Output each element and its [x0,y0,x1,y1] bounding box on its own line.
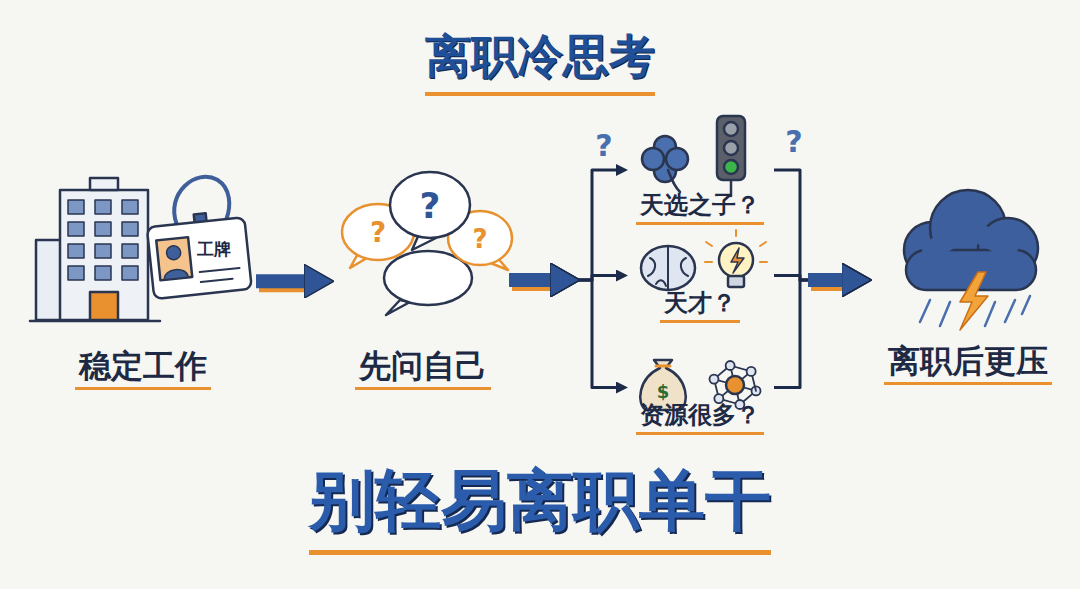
node-label: 天才？ [660,290,740,323]
connector [509,276,618,285]
window [68,200,84,214]
arrow-body [808,273,846,287]
question-mark: ? [595,131,612,161]
node-label: 资源很多？ [636,402,764,435]
window [68,222,84,236]
icon-node: 资源很多？ [630,340,770,435]
network-dot [747,367,756,376]
question-mark: ? [370,219,386,247]
window [68,266,84,280]
light-bulb [705,230,767,287]
arrow-body [808,273,846,287]
arrow-body [808,273,846,287]
connector [509,280,618,388]
window [122,266,138,280]
node-label: 先问自己 [355,348,491,390]
connector [774,170,849,284]
window [122,244,138,258]
window [95,266,111,280]
window [95,200,111,214]
storm-cloud [904,190,1038,330]
network-dot [709,375,718,384]
clover-icon [642,136,688,192]
connector [256,281,311,285]
arrow-body [256,274,308,288]
question-mark: ? [420,188,441,224]
office-building [60,190,148,320]
bracket-line [774,280,810,388]
question-mark: ? [472,226,487,252]
icon-node: 离职后更压 [878,175,1058,385]
brain-icon [641,246,695,290]
node-label: 天选之子？ [636,192,764,225]
network-dot [726,361,735,370]
connector [774,280,849,388]
bracket-line [774,170,810,280]
icon-node: 天才？ [630,228,770,323]
connector [509,170,618,284]
currency-sign: $ [657,383,670,401]
caption: 别轻易离职单干 [309,456,771,555]
connector [774,276,849,285]
node-label: 稳定工作 [75,348,211,390]
bracket-line [578,170,618,280]
badge-text: 工牌 [197,241,231,258]
title: 离职冷思考 [425,26,655,96]
window [95,222,111,236]
window [122,200,138,214]
window [122,222,138,236]
arrow-body [509,273,554,287]
traffic-light [717,116,745,196]
arrow-body [509,273,554,287]
node-label: 离职后更压 [884,343,1052,385]
name-badge [142,173,252,299]
question-mark: ? [785,127,802,157]
arrow-body [509,273,554,287]
window [68,244,84,258]
heading-row: 别轻易离职单干 [0,456,1080,555]
speech-bubbles [342,172,512,315]
heading-row: 离职冷思考 [0,26,1080,96]
icon-node: 天选之子？ [630,115,770,225]
bracket-line [578,280,618,388]
window [95,244,111,258]
icon-node: 稳定工作 [35,175,250,390]
